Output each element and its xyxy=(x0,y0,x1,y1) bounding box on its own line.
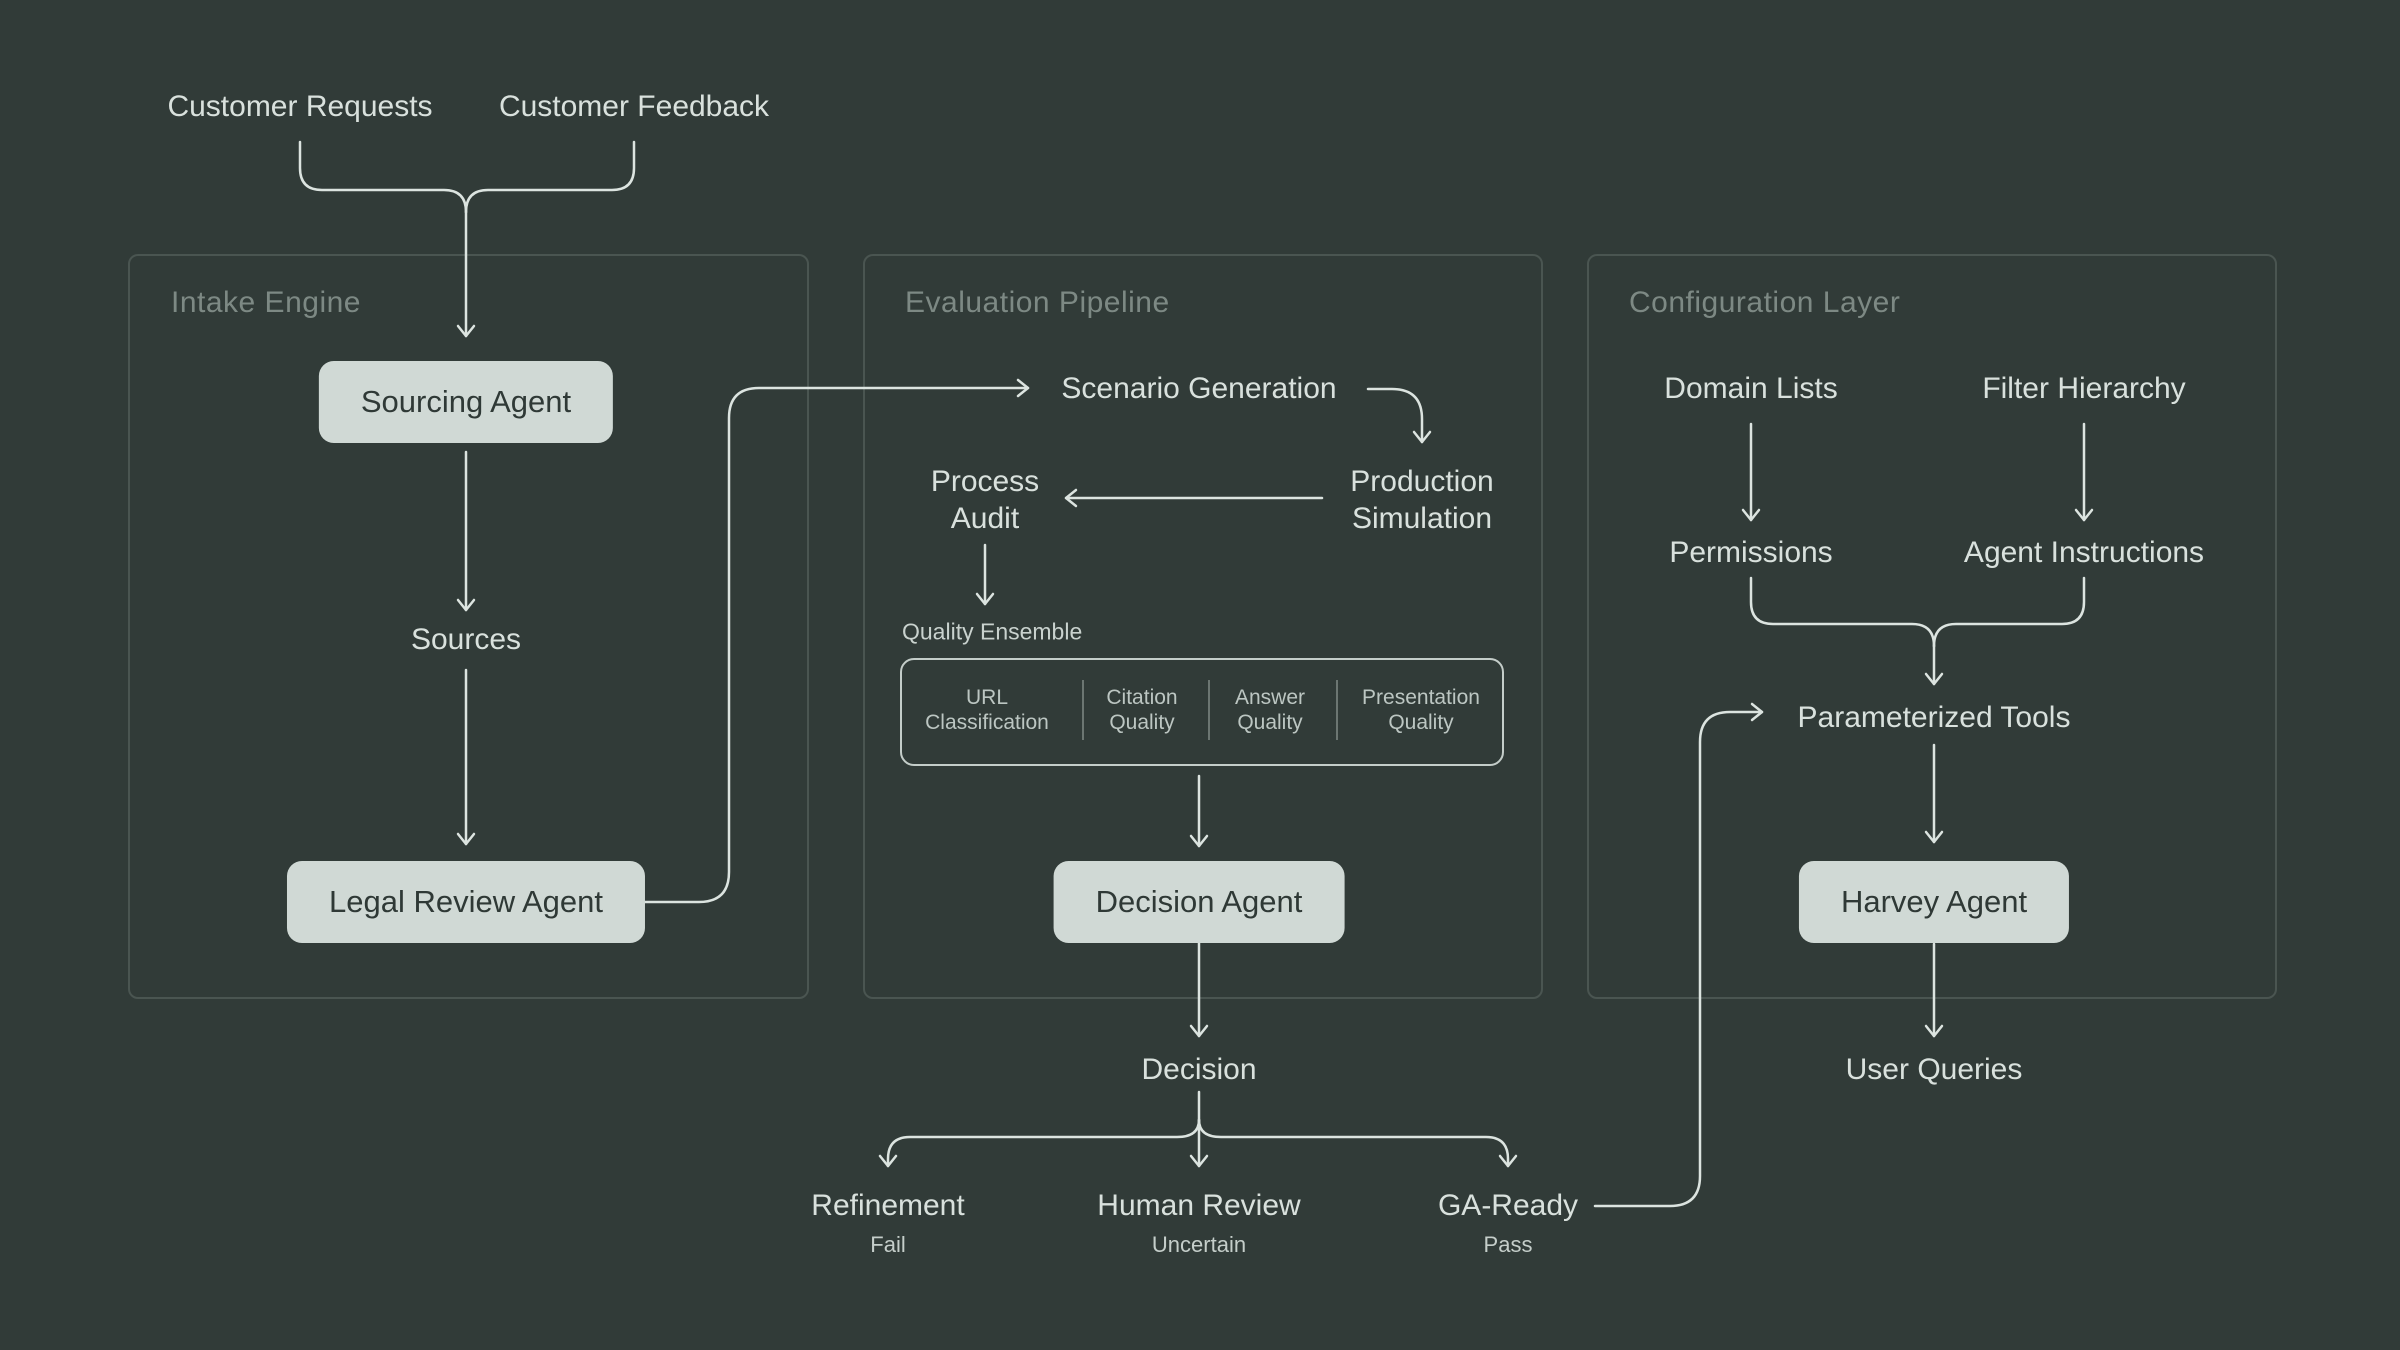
quality-divider xyxy=(1208,680,1210,740)
node-decision-agent: Decision Agent xyxy=(1053,861,1345,943)
node-production-simulation: Production Simulation xyxy=(1350,465,1494,535)
branch-human-review-sub: Uncertain xyxy=(1151,1232,1247,1257)
node-decision: Decision xyxy=(1141,1053,1257,1086)
node-permissions: Permissions xyxy=(1669,536,1833,569)
node-sourcing-agent: Sourcing Agent xyxy=(318,361,614,443)
quality-ensemble-box xyxy=(900,658,1504,766)
input-label-customer-feedback: Customer Feedback xyxy=(498,90,770,123)
input-label-customer-requests: Customer Requests xyxy=(167,90,433,123)
branch-ga-ready: GA-Ready xyxy=(1437,1189,1579,1222)
node-agent-instructions: Agent Instructions xyxy=(1963,536,2205,569)
branch-refinement-sub: Fail xyxy=(870,1232,906,1257)
panel-title-intake-engine: Intake Engine xyxy=(171,286,361,319)
branch-ga-ready-sub: Pass xyxy=(1483,1232,1533,1257)
branch-human-review: Human Review xyxy=(1097,1189,1301,1222)
branch-refinement: Refinement xyxy=(811,1189,965,1222)
panel-configuration-layer xyxy=(1587,254,2277,999)
quality-item-presentation-quality: Presentation Quality xyxy=(1362,686,1480,734)
node-user-queries: User Queries xyxy=(1845,1053,2023,1086)
quality-item-answer-quality: Answer Quality xyxy=(1234,686,1306,734)
node-sources: Sources xyxy=(410,623,522,656)
node-filter-hierarchy: Filter Hierarchy xyxy=(1982,372,2186,405)
node-parameterized-tools: Parameterized Tools xyxy=(1797,701,2071,734)
panel-title-configuration-layer: Configuration Layer xyxy=(1629,286,1901,319)
quality-item-url-classification: URL Classification xyxy=(925,686,1049,734)
quality-divider xyxy=(1336,680,1338,740)
quality-item-citation-quality: Citation Quality xyxy=(1106,686,1178,734)
node-legal-review-agent: Legal Review Agent xyxy=(286,861,646,943)
node-harvey-agent: Harvey Agent xyxy=(1798,861,2070,943)
node-scenario-generation: Scenario Generation xyxy=(1061,372,1337,405)
node-domain-lists: Domain Lists xyxy=(1664,372,1838,405)
node-process-audit: Process Audit xyxy=(930,465,1040,535)
quality-ensemble-label: Quality Ensemble xyxy=(902,618,1083,645)
panel-title-evaluation-pipeline: Evaluation Pipeline xyxy=(905,286,1170,319)
quality-divider xyxy=(1082,680,1084,740)
